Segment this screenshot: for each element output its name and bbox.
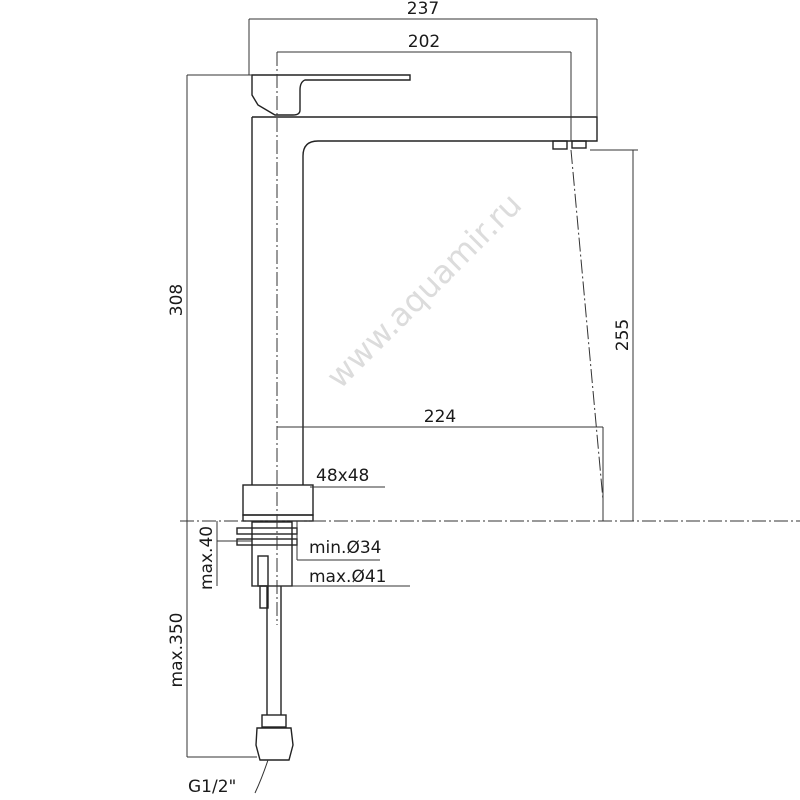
dim-reach-at-base: 224 — [424, 407, 456, 427]
hose-nut — [255, 727, 294, 761]
dim-base-size: 48x48 — [316, 466, 369, 486]
faucet-outline — [236, 74, 598, 761]
base — [242, 484, 314, 516]
water-stream — [570, 149, 604, 501]
aerator — [552, 140, 568, 150]
dim-total-height: 308 — [167, 284, 187, 316]
dim-hole-max: max.Ø41 — [309, 567, 386, 587]
dim-hole-min: min.Ø34 — [309, 538, 381, 558]
dim-connection: G1/2" — [188, 777, 236, 797]
washer — [236, 527, 298, 535]
spout — [252, 116, 598, 485]
dimension-lines — [186, 18, 638, 794]
dim-max-hose-length: max.350 — [167, 613, 187, 688]
dim-spout-reach: 202 — [408, 32, 440, 52]
dim-spout-height: 255 — [613, 319, 633, 351]
dim-overall-width: 237 — [407, 0, 439, 19]
lever-handle — [251, 74, 411, 116]
watermark: www.aquamir.ru — [319, 185, 529, 395]
dim-max-deck-thickness: max.40 — [197, 526, 217, 590]
